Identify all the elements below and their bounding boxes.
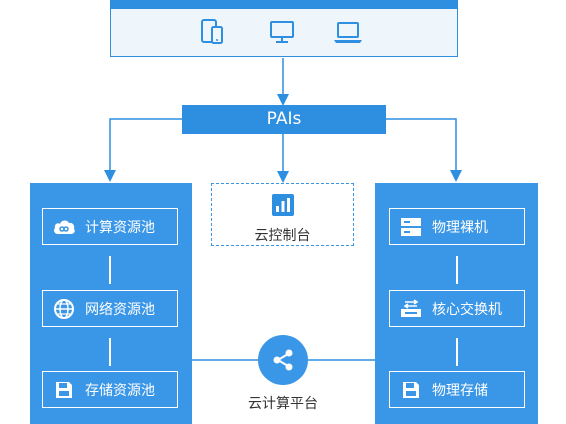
- laptop-icon: [334, 22, 362, 43]
- switch-icon: [390, 298, 432, 319]
- cloud-console: 云控制台: [211, 183, 354, 246]
- node-compute-pool: 计算资源池: [42, 208, 178, 245]
- device-panel-header: [111, 0, 457, 9]
- tablet-icon: [201, 19, 223, 44]
- node-label: 物理裸机: [432, 219, 488, 236]
- physical-resource-panel: 物理裸机 核心交换机 物理存储: [375, 183, 538, 424]
- share-icon: [273, 349, 293, 371]
- resource-pool-panel: 计算资源池 网络资源池 存储资源池: [30, 183, 192, 424]
- node-label: 核心交换机: [432, 301, 502, 318]
- cloud-platform-node: [258, 335, 308, 385]
- node-physical-storage: 物理存储: [389, 371, 525, 408]
- node-label: 网络资源池: [85, 301, 155, 318]
- node-label: 物理存储: [432, 382, 488, 399]
- node-core-switch: 核心交换机: [389, 290, 525, 327]
- node-storage-pool: 存储资源池: [42, 371, 178, 408]
- divider: [456, 256, 458, 284]
- connector-pais-to-left: [104, 118, 182, 182]
- divider: [109, 256, 111, 284]
- divider: [109, 338, 111, 366]
- globe-icon: [43, 298, 85, 320]
- node-label: 计算资源池: [85, 219, 155, 236]
- node-label: 存储资源池: [85, 382, 155, 399]
- divider: [456, 338, 458, 366]
- node-bare-metal: 物理裸机: [389, 208, 525, 245]
- desktop-icon: [270, 21, 294, 43]
- cloud-console-label: 云控制台: [254, 228, 311, 244]
- floppy-icon: [43, 380, 85, 400]
- cloud-icon: [43, 218, 85, 236]
- device-panel: [110, 0, 458, 57]
- cloud-platform-label: 云计算平台: [248, 396, 318, 412]
- bar-chart-icon: [272, 194, 294, 216]
- pais-bar: PAIs: [182, 105, 386, 134]
- server-icon: [390, 217, 432, 237]
- node-network-pool: 网络资源池: [42, 290, 178, 327]
- connector-pais-to-right: [386, 118, 462, 182]
- floppy-icon: [390, 380, 432, 400]
